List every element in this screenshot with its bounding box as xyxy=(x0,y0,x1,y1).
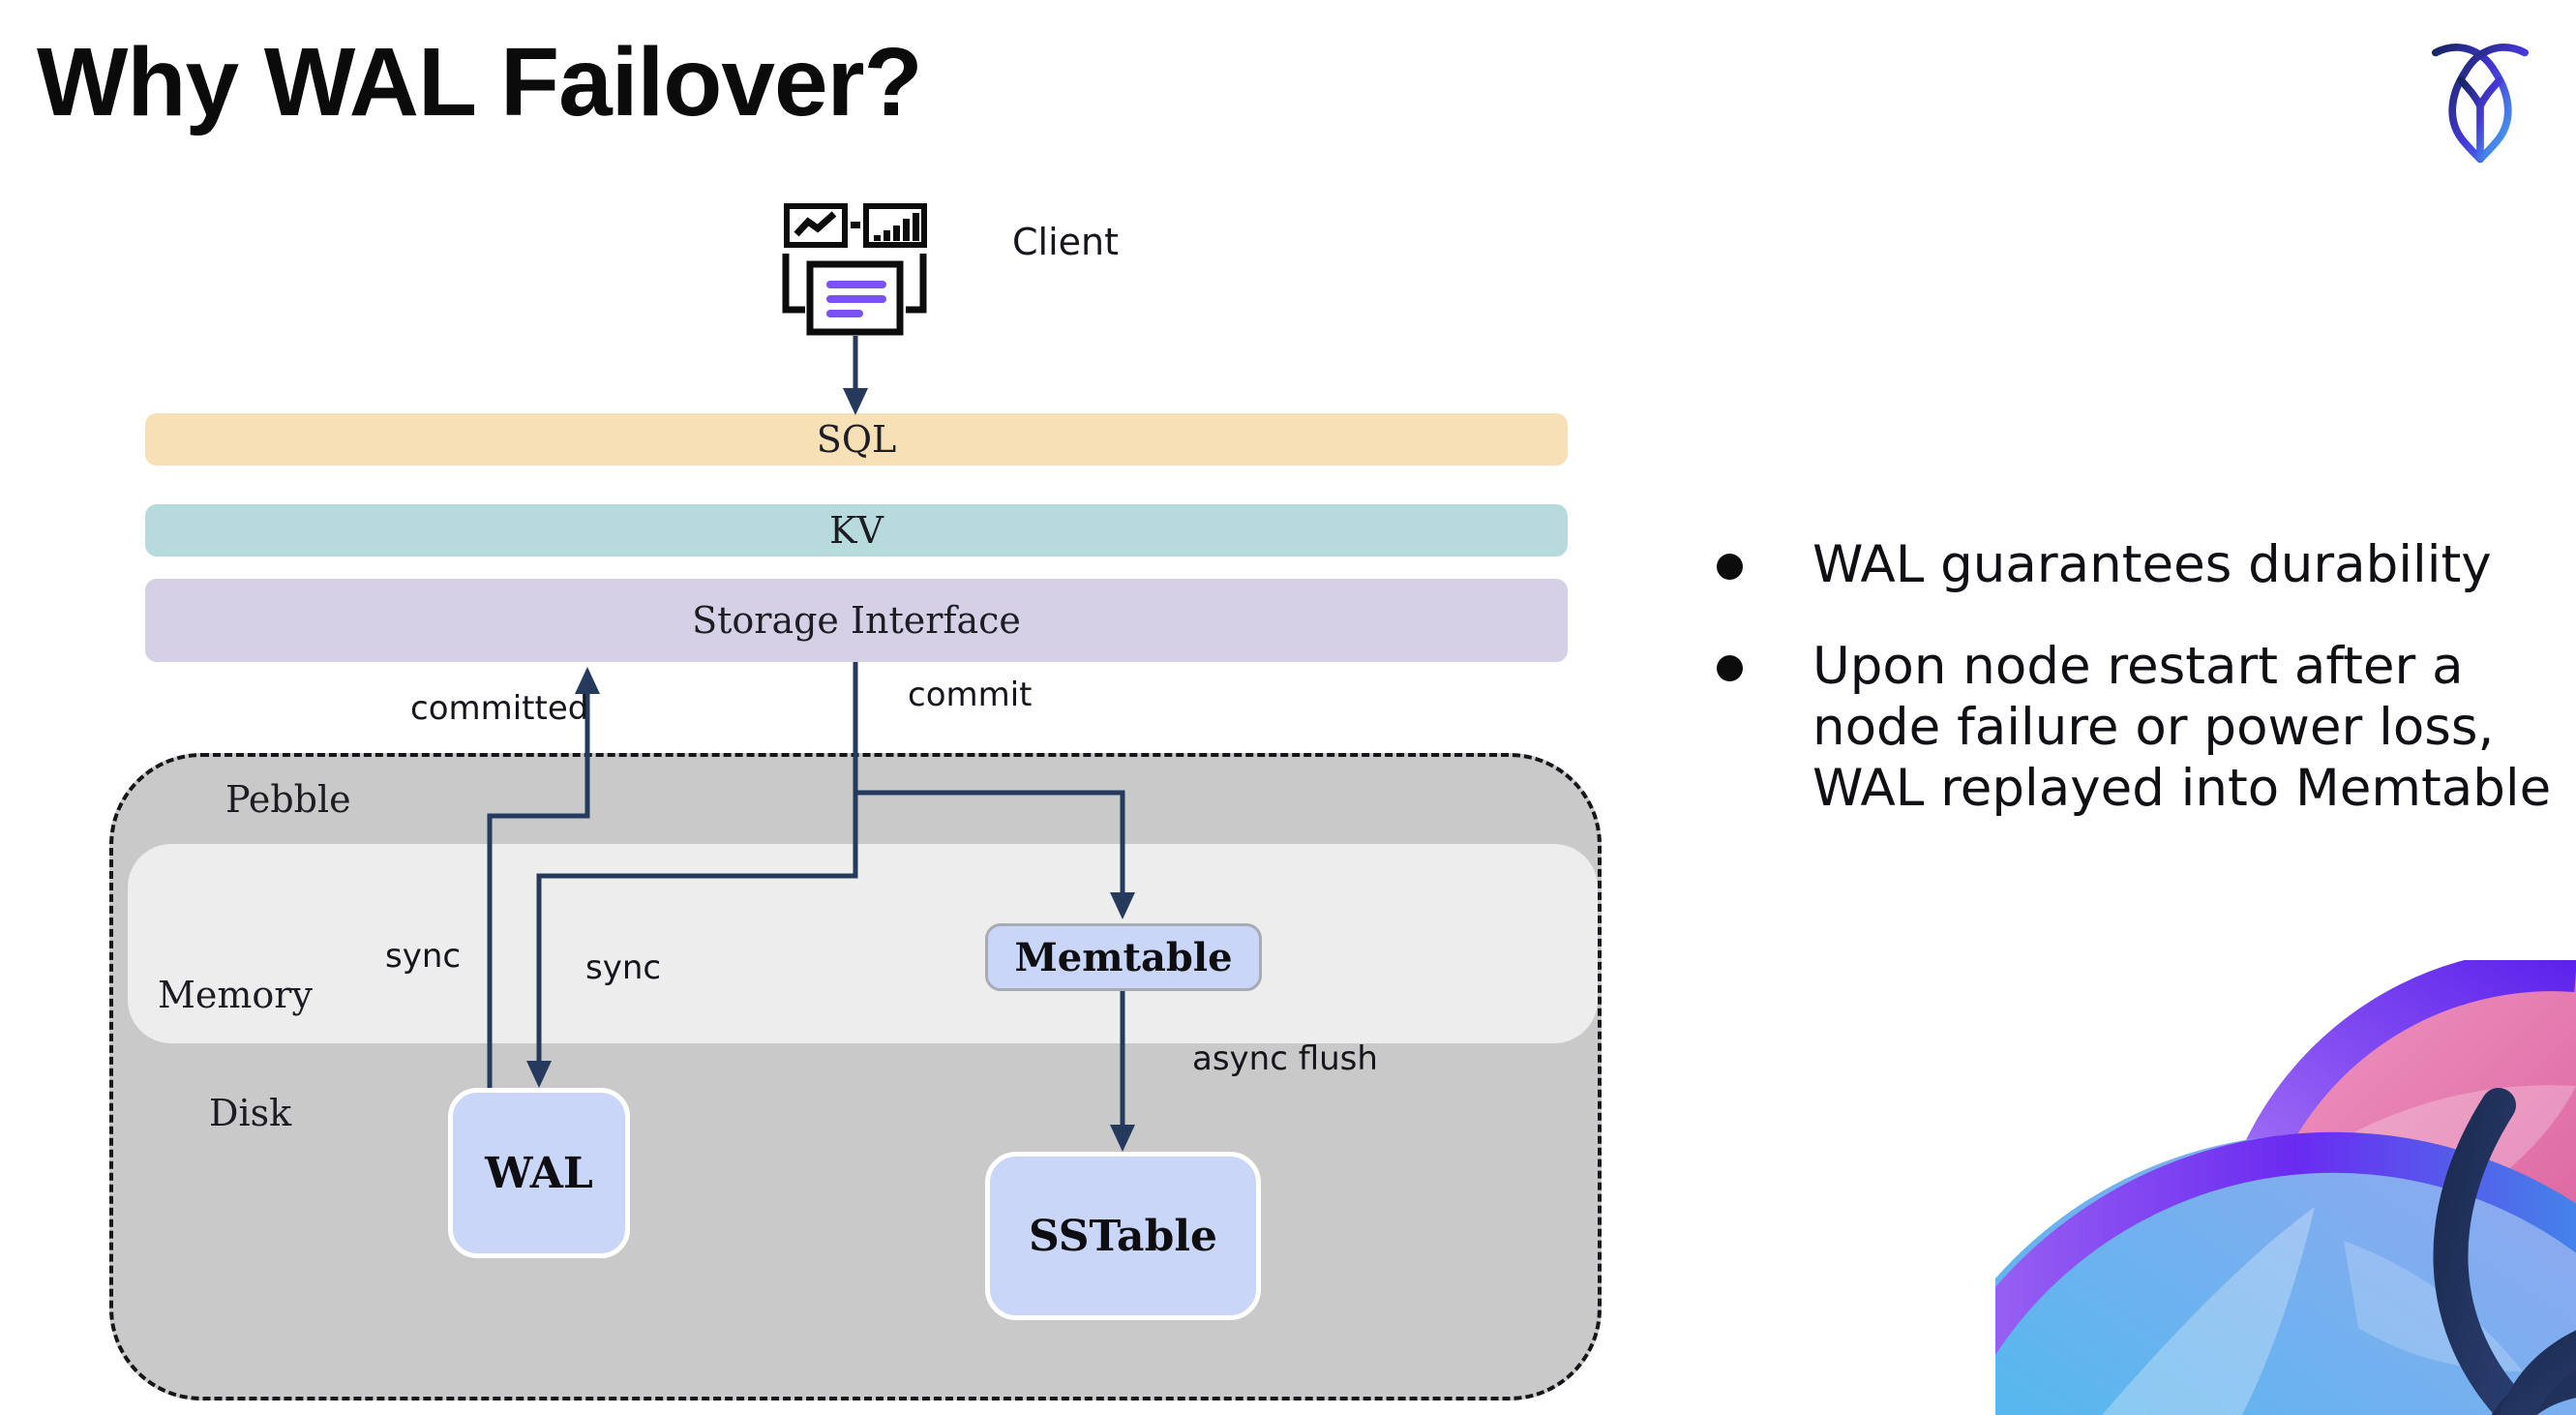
bullet-icon xyxy=(1717,655,1743,681)
commit-label: commit xyxy=(908,676,1033,714)
list-item: Upon node restart after a node failure o… xyxy=(1684,636,2555,819)
memory-label: Memory xyxy=(158,974,313,1016)
bullet-line: node failure or power loss, xyxy=(1812,698,2495,757)
pebble-label: Pebble xyxy=(225,778,351,821)
brand-decoration-graphic xyxy=(1995,960,2576,1415)
bullet-list: WAL guarantees durability Upon node rest… xyxy=(1684,534,2555,859)
client-label: Client xyxy=(1012,221,1120,263)
bullet-icon xyxy=(1717,554,1743,580)
memtable-box: Memtable xyxy=(985,923,1262,991)
cockroachdb-logo-icon xyxy=(2431,44,2530,164)
list-item: WAL guarantees durability xyxy=(1684,534,2555,595)
bullet-line: WAL guarantees durability xyxy=(1812,535,2492,594)
bullet-line: WAL replayed into Memtable xyxy=(1812,759,2552,818)
sstable-box: SSTable xyxy=(985,1152,1261,1320)
async-flush-label: async flush xyxy=(1192,1039,1378,1078)
page-title: Why WAL Failover? xyxy=(37,28,923,136)
client-app-icon xyxy=(782,203,927,336)
wal-box: WAL xyxy=(448,1088,630,1258)
sync-right-label: sync xyxy=(585,948,662,987)
layer-sql: SQL xyxy=(145,413,1568,466)
memory-band xyxy=(128,844,1598,1043)
committed-label: committed xyxy=(410,689,589,728)
disk-label: Disk xyxy=(209,1092,292,1134)
document-lines xyxy=(826,281,886,317)
sync-left-label: sync xyxy=(385,937,462,976)
bullet-line: Upon node restart after a xyxy=(1812,637,2464,696)
layer-kv: KV xyxy=(145,504,1568,557)
layer-storage-interface: Storage Interface xyxy=(145,579,1568,662)
